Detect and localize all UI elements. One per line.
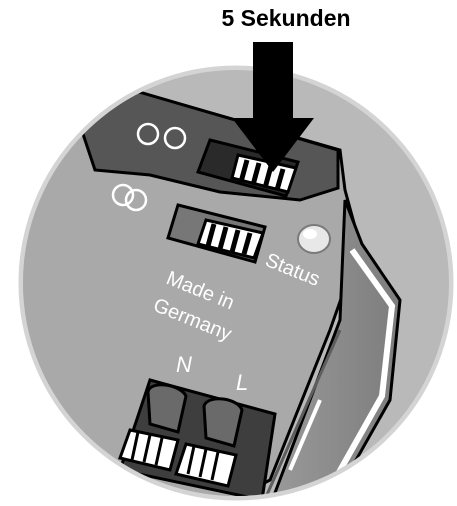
- terminal-n-label: N: [176, 352, 192, 377]
- terminal-l-label: L: [236, 370, 248, 395]
- instruction-label: 5 Sekunden: [221, 5, 350, 31]
- status-led: [298, 225, 330, 253]
